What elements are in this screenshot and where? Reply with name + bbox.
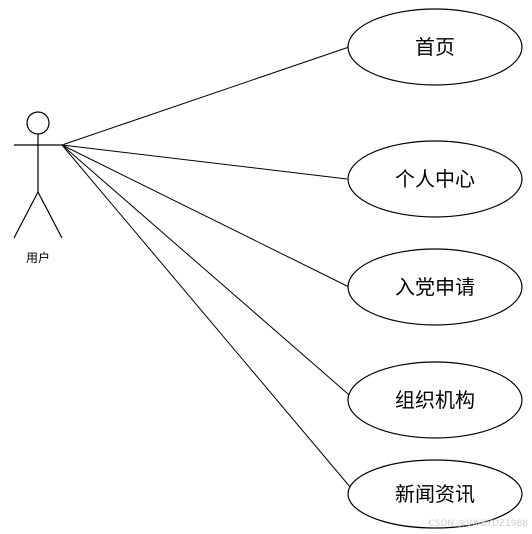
actor-right-leg	[37, 191, 63, 239]
use-case-label: 首页	[415, 35, 455, 59]
association-line	[61, 144, 357, 495]
association-line	[61, 46, 350, 146]
use-case-label: 新闻资讯	[395, 482, 475, 506]
association-line	[61, 144, 348, 180]
actor-label: 用户	[26, 250, 50, 265]
actor-left-leg	[13, 191, 39, 239]
use-cases	[347, 8, 523, 529]
use-case-personal-center[interactable]	[347, 140, 523, 218]
use-case-label: 组织机构	[395, 388, 475, 412]
use-case-label: 入党申请	[395, 275, 475, 299]
use-case-label: 个人中心	[395, 167, 475, 191]
watermark-text: CSDN @VX-BYDZ1988	[428, 519, 528, 529]
association-line	[61, 144, 350, 288]
actor-head	[26, 111, 50, 135]
actor	[13, 111, 63, 239]
use-case-organization[interactable]	[347, 361, 523, 439]
association-line	[61, 144, 356, 401]
associations	[61, 46, 357, 495]
use-case-home[interactable]	[347, 8, 523, 86]
use-case-party-application[interactable]	[347, 248, 523, 326]
use-case-news[interactable]	[347, 459, 523, 529]
